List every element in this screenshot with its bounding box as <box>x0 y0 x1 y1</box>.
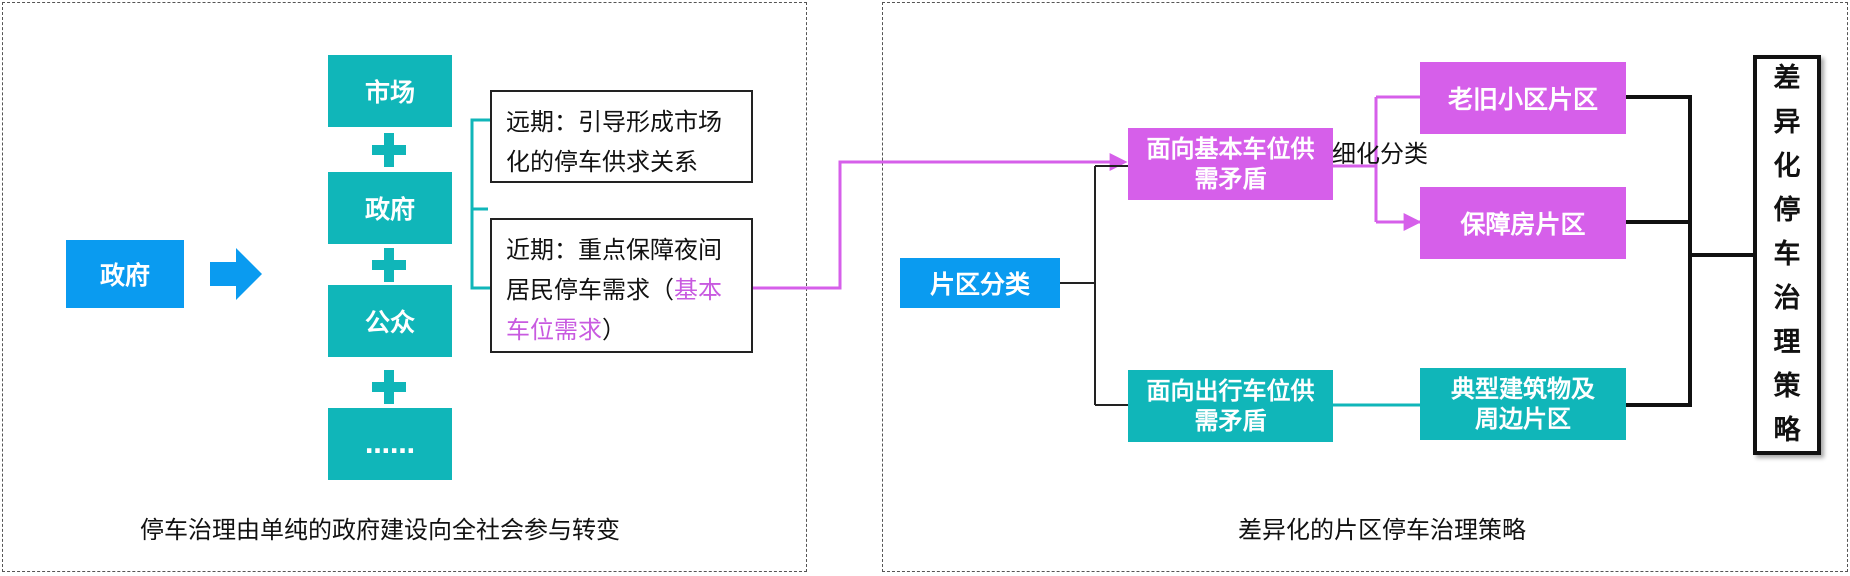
right-caption: 差异化的片区停车治理策略 <box>1238 516 1526 544</box>
basic-demand-box: 面向基本车位供需矛盾 <box>1128 128 1333 200</box>
right-panel <box>882 2 1848 572</box>
result-char: 异 <box>1773 107 1801 138</box>
result-char: 理 <box>1773 327 1801 358</box>
result-char: 化 <box>1773 151 1801 182</box>
result-char: 差 <box>1773 63 1801 94</box>
tree-line <box>1060 165 1128 406</box>
plus-icon <box>372 248 406 282</box>
near-term-note: 近期：重点保障夜间居民停车需求（基本车位需求） <box>490 218 753 353</box>
result-char: 停 <box>1773 195 1801 226</box>
highlight-arrow <box>752 153 1128 290</box>
result-char: 车 <box>1773 239 1801 270</box>
stack-public: 公众 <box>328 285 452 357</box>
result-char: 策 <box>1773 371 1801 402</box>
travel-demand-box: 面向出行车位供需矛盾 <box>1128 370 1333 442</box>
refine-label: 细化分类 <box>1332 140 1428 168</box>
affordable-housing-box: 保障房片区 <box>1420 187 1626 259</box>
stack-more: …… <box>328 408 452 480</box>
typical-building-box: 典型建筑物及周边片区 <box>1420 368 1626 440</box>
far-term-note: 远期：引导形成市场化的停车供求关系 <box>490 90 753 183</box>
zone-classify-box: 片区分类 <box>900 258 1060 308</box>
stack-government: 政府 <box>328 172 452 244</box>
result-box: 差异化停车治理策略 <box>1753 55 1821 455</box>
highlight-text: 基本车位需求 <box>506 276 722 344</box>
result-char: 略 <box>1773 415 1801 446</box>
gov-box: 政府 <box>66 240 184 308</box>
plus-icon <box>372 370 406 404</box>
refine-split <box>1333 95 1420 224</box>
left-caption: 停车治理由单纯的政府建设向全社会参与转变 <box>140 516 620 544</box>
converge-line <box>1626 95 1753 407</box>
refine-arrows <box>1376 95 1418 222</box>
old-community-box: 老旧小区片区 <box>1420 62 1626 134</box>
stack-market: 市场 <box>328 55 452 127</box>
result-char: 治 <box>1773 283 1801 314</box>
plus-icon <box>372 133 406 167</box>
bracket-line <box>470 118 490 290</box>
